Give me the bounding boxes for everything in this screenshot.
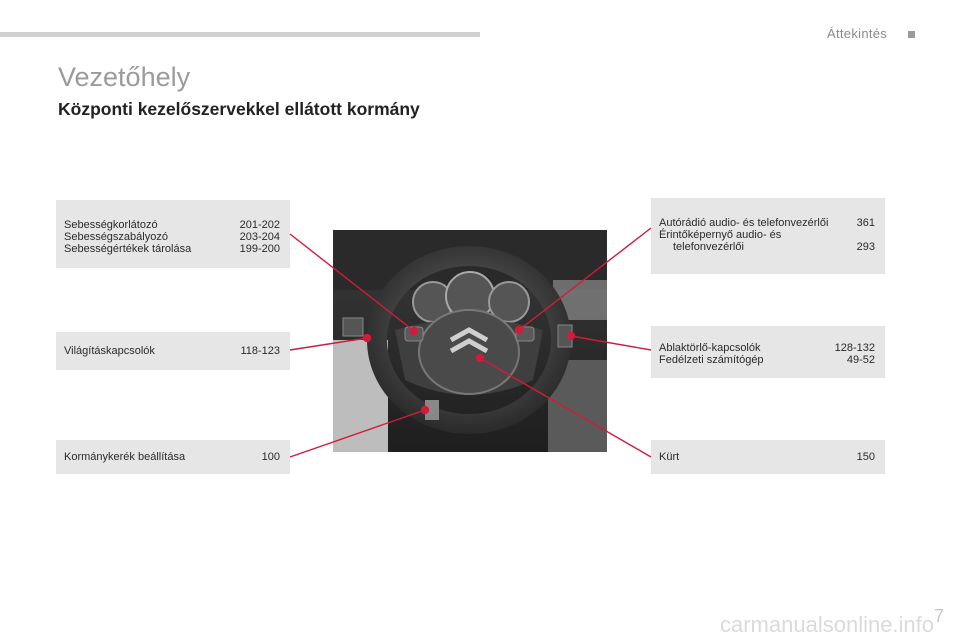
callout-pages: 100 [262,451,280,463]
page-subtitle: Központi kezelőszervekkel ellátott kormá… [58,99,420,120]
callout-row: Sebességszabályozó 203-204 [64,231,280,243]
callout-pages: 361 [857,217,875,229]
callout-row: telefonvezérlői 293 [659,241,875,253]
callout-label: Világításkapcsolók [64,345,155,357]
callout-pages: 118-123 [240,345,280,357]
callout-pages: 128-132 [835,342,875,354]
callout-label: Sebességértékek tárolása [64,243,191,255]
callout-label: Kürt [659,451,679,463]
header-rule [0,32,480,37]
callout-pages: 199-200 [240,243,280,255]
callout-pages: 150 [857,451,875,463]
callout-horn: Kürt 150 [651,440,885,474]
dashboard-photo [333,230,607,452]
page-title: Vezetőhely [58,62,190,93]
callout-label: Fedélzeti számítógép [659,354,764,366]
callout-lighting-switches: Világításkapcsolók 118-123 [56,332,290,370]
callout-audio-controls: Autórádió audio- és telefonvezérlői 361 … [651,198,885,274]
callout-label: Sebességkorlátozó [64,219,158,231]
section-marker [908,31,915,38]
callout-pages: 201-202 [240,219,280,231]
callout-pages: 203-204 [240,231,280,243]
callout-wiper-switches: Ablaktörlő-kapcsolók 128-132 Fedélzeti s… [651,326,885,378]
callout-row: Fedélzeti számítógép 49-52 [659,354,875,366]
callout-row: Kormánykerék beállítása 100 [64,451,280,463]
callout-label: Autórádió audio- és telefonvezérlői [659,217,828,229]
callout-row: Kürt 150 [659,451,875,463]
callout-row: Sebességértékek tárolása 199-200 [64,243,280,255]
callout-pages: 293 [857,241,875,253]
callout-label: Sebességszabályozó [64,231,168,243]
callout-steering-adjust: Kormánykerék beállítása 100 [56,440,290,474]
callout-speed-controls: Sebességkorlátozó 201-202 Sebességszabál… [56,200,290,268]
watermark: carmanualsonline.info [720,612,934,638]
callout-label: telefonvezérlői [659,241,744,253]
callout-row: Ablaktörlő-kapcsolók 128-132 [659,342,875,354]
callout-row: Autórádió audio- és telefonvezérlői 361 [659,217,875,229]
page-number: 7 [934,606,944,627]
callout-label: Érintőképernyő audio- és [659,229,781,241]
callout-row: Világításkapcsolók 118-123 [64,345,280,357]
callout-label: Ablaktörlő-kapcsolók [659,342,761,354]
callout-pages: 49-52 [847,354,875,366]
callout-row: Érintőképernyő audio- és [659,229,875,241]
callout-label: Kormánykerék beállítása [64,451,185,463]
callout-row: Sebességkorlátozó 201-202 [64,219,280,231]
section-name: Áttekintés [827,26,887,41]
